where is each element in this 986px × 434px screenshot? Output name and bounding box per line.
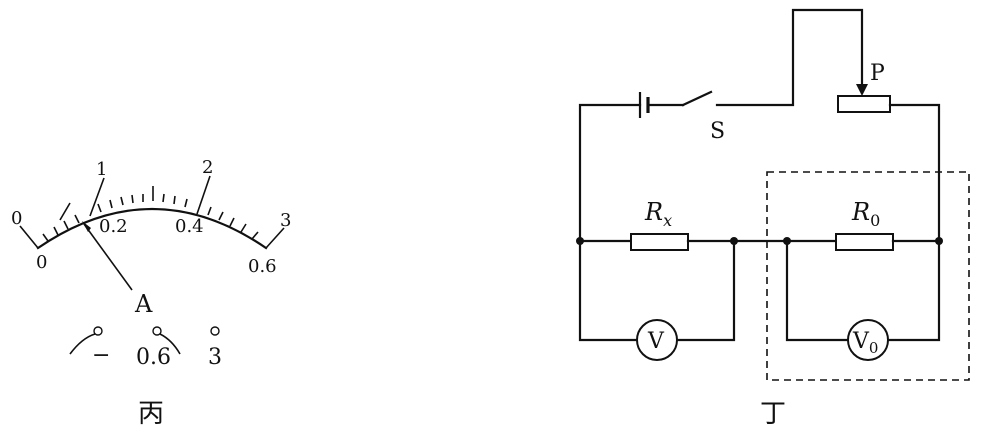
- terminal-06-post: [152, 326, 162, 336]
- ammeter-bottom-label-0: 0: [36, 252, 47, 273]
- ammeter-major-tick-2: [196, 175, 211, 215]
- voltmeter-v: [636, 319, 678, 361]
- wire-v-loop-right: [675, 239, 736, 342]
- r0-label: R0: [851, 198, 880, 230]
- circuit-figure: S P Rx R0 V V0 丁: [576, 8, 970, 429]
- ammeter-top-label-1: 1: [96, 159, 107, 180]
- ammeter-bottom-label-3: 0.6: [248, 256, 277, 277]
- wire-top-left: [578, 103, 642, 243]
- ammeter-top-label-0: 0: [11, 208, 22, 229]
- ammeter-bottom-label-2: 0.4: [175, 216, 204, 237]
- voltmeter-v-label: V: [647, 329, 665, 354]
- slider-label: P: [870, 61, 885, 86]
- rheostat: [837, 95, 891, 113]
- ammeter-symbol: A: [134, 290, 153, 318]
- dashed-box: [766, 171, 970, 381]
- ammeter-top-label-3: 3: [280, 210, 291, 231]
- ammeter-zero-end: [19, 225, 39, 249]
- ammeter-major-tick-1: [89, 177, 105, 217]
- ammeter-caption: 丙: [138, 399, 164, 429]
- ammeter-figure: 0 1 2 3 0 0.2 0.4 0.6 A − 0.6 3 丙: [11, 157, 291, 429]
- ammeter-needle: [83, 223, 133, 291]
- ammeter-needle-tip: [82, 221, 91, 232]
- circuit-caption: 丁: [760, 399, 786, 429]
- rx-label: Rx: [644, 198, 672, 230]
- voltmeter-v0: [847, 319, 889, 361]
- terminal-06-label: 0.6: [136, 345, 171, 370]
- wire-v0-loop: [785, 239, 850, 342]
- switch-label: S: [710, 119, 725, 144]
- terminal-neg-post: [93, 326, 103, 336]
- resistor-r0: [835, 233, 894, 251]
- resistor-rx: [630, 233, 689, 251]
- wire-v-loop: [578, 239, 639, 342]
- terminal-neg-label: −: [92, 343, 110, 368]
- slider-arrow: [856, 84, 868, 96]
- wire-v0-loop-right: [886, 239, 941, 342]
- wire-rheostat-right: [888, 103, 941, 243]
- ammeter-max-end: [265, 227, 285, 249]
- ammeter-bottom-label-1: 0.2: [99, 216, 128, 237]
- voltmeter-v0-label: V0: [852, 329, 878, 357]
- ammeter-minor-ticks: [42, 186, 259, 242]
- terminal-3-post: [210, 326, 220, 336]
- ammeter-terminals: − 0.6 3: [69, 326, 222, 370]
- ammeter-scale-arc: [36, 208, 268, 250]
- ammeter-top-label-2: 2: [202, 157, 213, 178]
- switch-blade: [681, 90, 713, 107]
- wire-switch-slider: [715, 8, 864, 107]
- terminal-3-label: 3: [208, 345, 222, 370]
